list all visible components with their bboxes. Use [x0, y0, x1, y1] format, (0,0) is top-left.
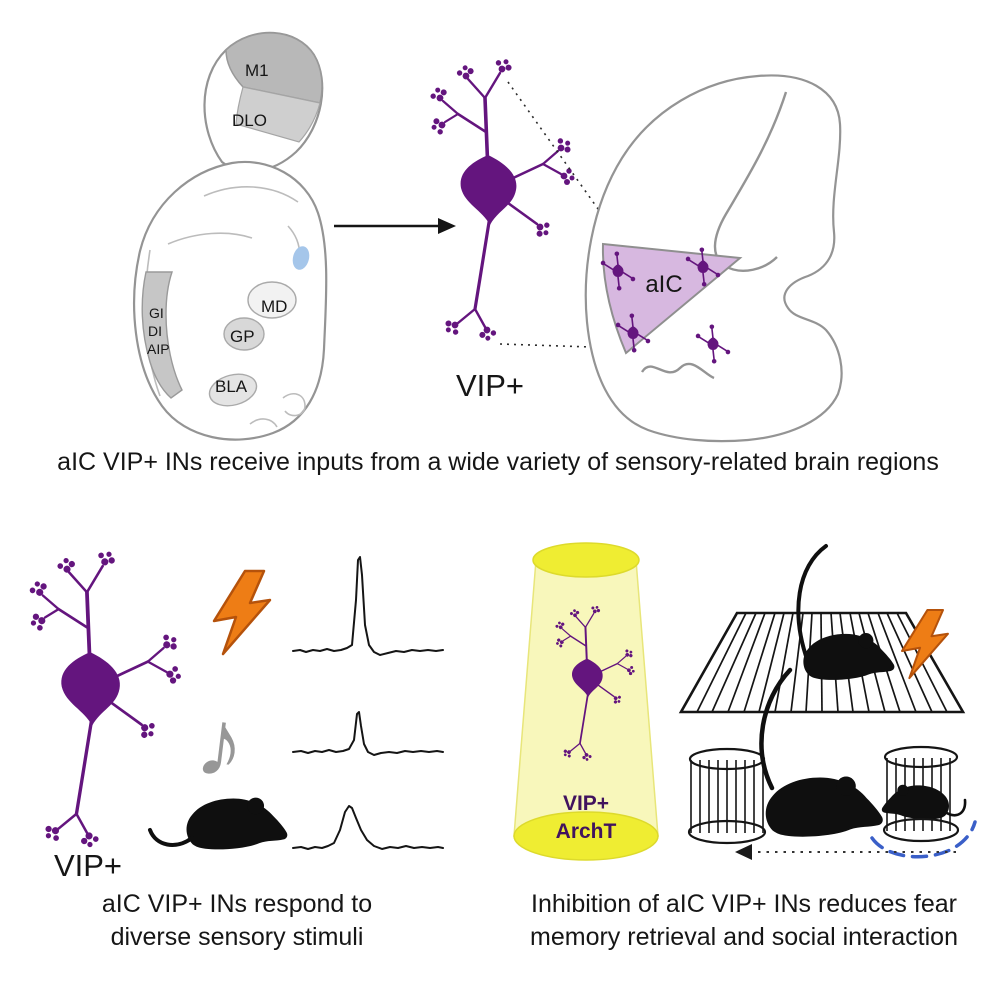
vip-neuron-large	[428, 57, 575, 343]
coronal-slice-outline	[133, 160, 328, 441]
mouse-stimulus-icon	[148, 797, 288, 850]
ventricle-blue	[292, 246, 310, 270]
ephys-trace-social	[292, 805, 444, 850]
left-caption-line1: aIC VIP+ INs respond to	[102, 890, 372, 918]
m1-region	[225, 32, 323, 104]
caged-mouse-tail	[943, 798, 967, 817]
vip-neuron-bottom	[27, 549, 181, 849]
label-dlo: DLO	[232, 111, 267, 130]
left-caption-line2: diverse sensory stimuli	[111, 923, 364, 951]
label-bla: BLA	[215, 377, 248, 396]
label-di: DI	[148, 323, 162, 339]
aic-region-label: aIC	[645, 271, 682, 298]
exploring-mouse	[759, 667, 883, 837]
movement-arrow	[735, 844, 956, 860]
gp-structure	[223, 317, 265, 351]
inner-fold-line	[713, 91, 788, 272]
dlo-region	[235, 86, 321, 143]
label-md: MD	[261, 297, 287, 316]
light-cone: VIP+ ArchT	[513, 542, 659, 861]
top-caption: aIC VIP+ INs receive inputs from a wide …	[57, 448, 939, 476]
rhinal-squiggle	[640, 362, 715, 380]
insula-strip	[141, 271, 183, 399]
ephys-trace-footshock	[292, 556, 444, 656]
mouse-tail	[148, 828, 194, 847]
input-mapping-panel: M1 DLO GI DI AIP MD GP BLA VIP+ a	[57, 31, 939, 476]
cone-label-archt: ArchT	[556, 820, 617, 843]
wire-cylinder-right	[881, 745, 967, 843]
mouse-on-grid	[796, 544, 895, 680]
right-caption-line1: Inhibition of aIC VIP+ INs reduces fear	[531, 890, 957, 918]
music-note-icon: ♪	[190, 688, 251, 800]
inner-swirl	[282, 393, 306, 417]
flow-arrow	[334, 218, 456, 234]
wire-cylinder-left	[687, 747, 767, 845]
label-m1: M1	[245, 61, 269, 80]
inner-swirl-2	[249, 418, 278, 428]
inner-line-2	[167, 232, 253, 245]
label-gp: GP	[230, 327, 255, 346]
ephys-trace-sound	[292, 711, 444, 756]
cone-top-ellipse	[532, 542, 640, 578]
cone-label-vip: VIP+	[563, 792, 609, 815]
lightning-bolt-icon	[212, 569, 272, 656]
right-caption-line2: memory retrieval and social interaction	[530, 923, 958, 951]
grid-mouse-tail	[796, 544, 828, 664]
insular-brain-section: aIC	[584, 74, 843, 443]
cortex-inner-line	[203, 186, 299, 203]
label-aip: AIP	[147, 341, 170, 357]
exploring-mouse-tail	[759, 667, 793, 791]
approach-zone-arc	[870, 820, 977, 859]
vip-neuron-label-bottom: VIP+	[54, 848, 122, 883]
inhibition-panel: VIP+ ArchT	[513, 542, 977, 951]
bla-structure	[208, 373, 258, 407]
vip-neuron-label-top: VIP+	[456, 368, 524, 403]
label-gi: GI	[149, 305, 164, 321]
cone-bottom-ellipse	[513, 811, 659, 861]
sensory-response-panel: VIP+ ♪ aIC VIP+ INs respond to diverse s…	[27, 549, 444, 951]
md-structure	[247, 281, 297, 319]
mouse-in-cylinder	[881, 784, 967, 820]
coronal-brain-section: M1 DLO GI DI AIP MD GP BLA	[133, 31, 328, 441]
